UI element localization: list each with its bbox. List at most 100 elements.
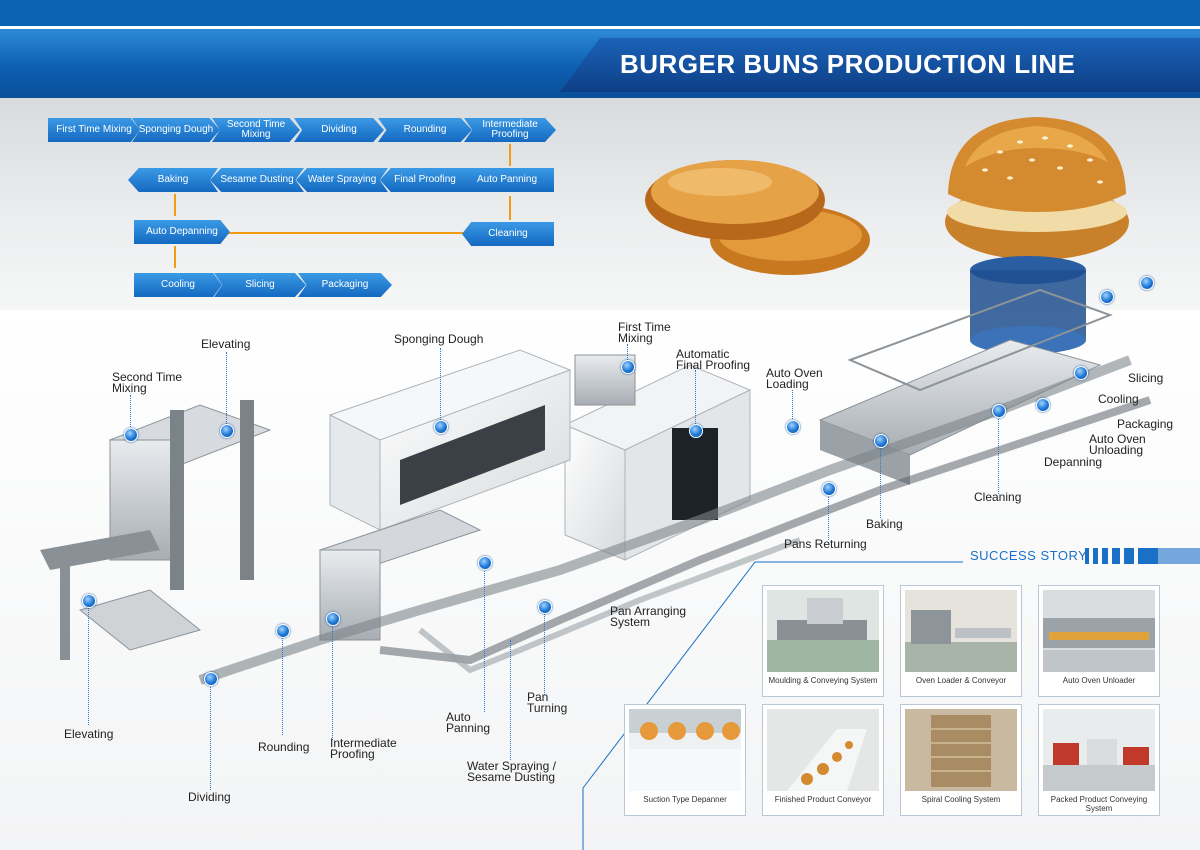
- marker-dot: [621, 360, 635, 374]
- label-second-time-mixing: Second Time Mixing: [112, 370, 183, 395]
- label-baking: Baking: [866, 517, 903, 531]
- flow-step-baking: Baking: [128, 168, 218, 192]
- label-elevating-top: Elevating: [201, 337, 251, 351]
- leader-line: [510, 640, 511, 760]
- label-dividing: Dividing: [188, 790, 231, 804]
- leader-line: [210, 678, 211, 790]
- flow-connector: [509, 144, 511, 166]
- thumb-caption: Packed Product Conveying System: [1050, 795, 1148, 813]
- label-packaging: Packaging: [1117, 417, 1174, 431]
- leader-line: [627, 344, 628, 366]
- label-intermediate-proofing: Intermediate Proofing: [330, 736, 397, 761]
- flow-connector: [174, 246, 176, 268]
- label-auto-panning: Auto Panning: [446, 710, 491, 735]
- flow-step-rounding: Rounding: [378, 118, 472, 142]
- success-story-thumb: Packed Product Conveying System: [1038, 704, 1160, 816]
- marker-dot: [434, 420, 448, 434]
- factory-photo: [767, 709, 879, 791]
- flow-step-auto-depanning: Auto Depanning: [134, 220, 230, 244]
- leader-line: [880, 440, 881, 518]
- label-pan-arranging-system: Pan Arranging System: [610, 604, 687, 629]
- factory-photo: [1043, 709, 1155, 791]
- success-story-thumb: Spiral Cooling System: [900, 704, 1022, 816]
- factory-photo: [1043, 590, 1155, 672]
- success-story-title: SUCCESS STORY: [970, 548, 1088, 563]
- label-depanning: Depanning: [1044, 455, 1103, 469]
- label-pan-turning: Pan Turning: [527, 690, 568, 715]
- leader-line: [484, 562, 485, 712]
- flow-connector: [509, 196, 511, 220]
- leader-line: [998, 412, 999, 494]
- label-auto-oven-unloading: Auto Oven Unloading: [1089, 432, 1146, 457]
- leader-line: [282, 630, 283, 735]
- leader-line: [130, 395, 131, 435]
- marker-dot: [1036, 398, 1050, 412]
- flow-connector: [216, 232, 476, 234]
- marker-dot: [326, 612, 340, 626]
- label-auto-oven-loading: Auto Oven Loading: [766, 366, 823, 391]
- label-rounding: Rounding: [258, 740, 310, 754]
- flow-step-intermediate-proofing: Intermediate Proofing: [464, 118, 556, 142]
- thumb-caption: Finished Product Conveyor: [774, 795, 872, 804]
- marker-dot: [689, 424, 703, 438]
- flow-step-sesame-dusting: Sesame Dusting: [210, 168, 304, 192]
- success-story-thumb: Auto Oven Unloader: [1038, 585, 1160, 697]
- burger-bun-image: [945, 117, 1129, 260]
- flow-step-second-time-mixing: Second Time Mixing: [212, 118, 300, 142]
- title-banner: BURGER BUNS PRODUCTION LINE: [560, 38, 1200, 92]
- label-pans-returning: Pans Returning: [784, 537, 867, 551]
- top-stripe: [0, 0, 1200, 26]
- marker-dot: [786, 420, 800, 434]
- success-story-thumb: Suction Type Depanner: [624, 704, 746, 816]
- label-sponging-dough: Sponging Dough: [394, 332, 484, 346]
- marker-dot: [874, 434, 888, 448]
- flow-step-auto-panning: Auto Panning: [460, 168, 554, 192]
- factory-photo: [905, 709, 1017, 791]
- marker-dot: [822, 482, 836, 496]
- thumb-caption: Spiral Cooling System: [921, 795, 1001, 804]
- label-elevating-bottom: Elevating: [64, 727, 114, 741]
- factory-photo: [629, 709, 741, 791]
- leader-line: [695, 370, 696, 430]
- success-story-thumb: Finished Product Conveyor: [762, 704, 884, 816]
- marker-dot: [204, 672, 218, 686]
- flow-step-dividing: Dividing: [294, 118, 384, 142]
- flow-step-final-proofing: Final Proofing: [380, 168, 470, 192]
- flow-connector: [174, 194, 176, 216]
- leader-line: [226, 352, 227, 432]
- marker-dot: [1074, 366, 1088, 380]
- label-water-spraying: Water Spraying / Sesame Dusting: [467, 759, 556, 784]
- marker-dot: [82, 594, 96, 608]
- label-cooling: Cooling: [1098, 392, 1139, 406]
- thumb-caption: Suction Type Depanner: [643, 795, 727, 804]
- leader-line: [332, 620, 333, 740]
- flow-step-cleaning: Cleaning: [462, 222, 554, 246]
- flow-step-sponging-dough: Sponging Dough: [132, 118, 220, 142]
- leader-line: [792, 390, 793, 425]
- flow-step-cooling: Cooling: [134, 273, 222, 297]
- leader-line: [544, 605, 545, 695]
- hot-dog-buns-image: [645, 160, 870, 275]
- flow-step-water-spraying: Water Spraying: [296, 168, 388, 192]
- factory-photo: [905, 590, 1017, 672]
- flow-step-packaging: Packaging: [298, 273, 392, 297]
- leader-line: [440, 348, 441, 428]
- marker-dot: [478, 556, 492, 570]
- marker-dot: [124, 428, 138, 442]
- marker-dot: [538, 600, 552, 614]
- flow-step-first-time-mixing: First Time Mixing: [48, 118, 140, 142]
- thumb-caption: Auto Oven Unloader: [1062, 676, 1136, 685]
- marker-dot: [992, 404, 1006, 418]
- thumb-caption: Oven Loader & Conveyor: [915, 676, 1007, 685]
- factory-photo: [767, 590, 879, 672]
- marker-dot: [220, 424, 234, 438]
- label-automatic-final-proofing: Automatic Final Proofing: [676, 347, 751, 372]
- leader-line: [88, 600, 89, 725]
- success-story-frame: [582, 548, 1200, 850]
- marker-dot: [276, 624, 290, 638]
- marker-dot: [1140, 276, 1154, 290]
- leader-line: [828, 488, 829, 540]
- label-cleaning: Cleaning: [974, 490, 1022, 504]
- flow-step-slicing: Slicing: [214, 273, 306, 297]
- page-title: BURGER BUNS PRODUCTION LINE: [620, 49, 1076, 79]
